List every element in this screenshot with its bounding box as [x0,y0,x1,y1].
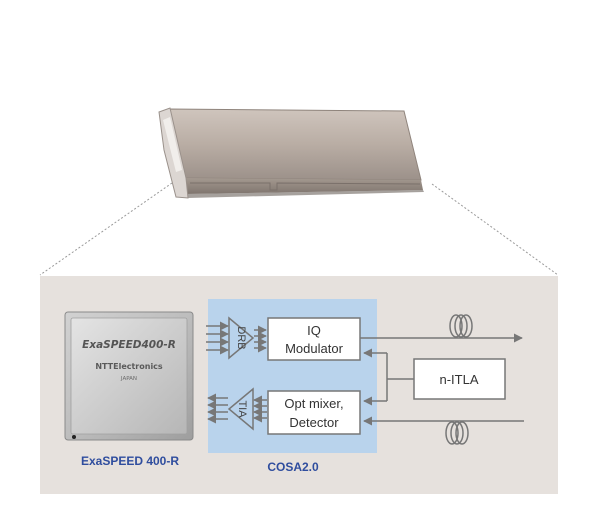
chip-brand: NTTElectronics [95,362,163,371]
iq-modulator-line2: Modulator [285,341,343,356]
zoom-line-right [431,183,559,276]
dsp-chip: ExaSPEED400-R NTTElectronics JAPAN [64,311,194,441]
mixer-line2: Detector [289,415,339,430]
rx-bus-arrows [207,393,228,424]
iq-modulator-block: IQ Modulator [267,317,361,361]
laser-distribution [363,348,414,406]
drb-label: DRB [235,326,247,349]
chip-country: JAPAN [120,376,137,382]
iq-modulator-line1: IQ [307,323,321,338]
drb-to-modulator-arrows [254,325,267,353]
zoom-line-left [39,182,173,276]
tx-fiber [360,314,523,343]
transceiver-module [158,107,424,199]
tx-bus-arrows [206,321,229,355]
chip-caption: ExaSPEED 400-R [81,454,179,468]
cosa-caption: COSA2.0 [267,460,319,474]
n-itla-block: n-ITLA [413,358,506,400]
tia-amplifier: TIA [227,387,254,431]
mixer-detector-block: Opt mixer, Detector [267,390,361,435]
n-itla-label: n-ITLA [439,372,478,387]
tia-label: TIA [236,400,248,418]
mixer-line1: Opt mixer, [284,396,343,411]
pin1-dot [72,435,76,439]
detector-to-tia-arrows [253,395,267,423]
rx-fiber [363,416,524,445]
chip-title: ExaSPEED400-R [82,339,176,351]
drb-driver: DRB [228,316,255,360]
